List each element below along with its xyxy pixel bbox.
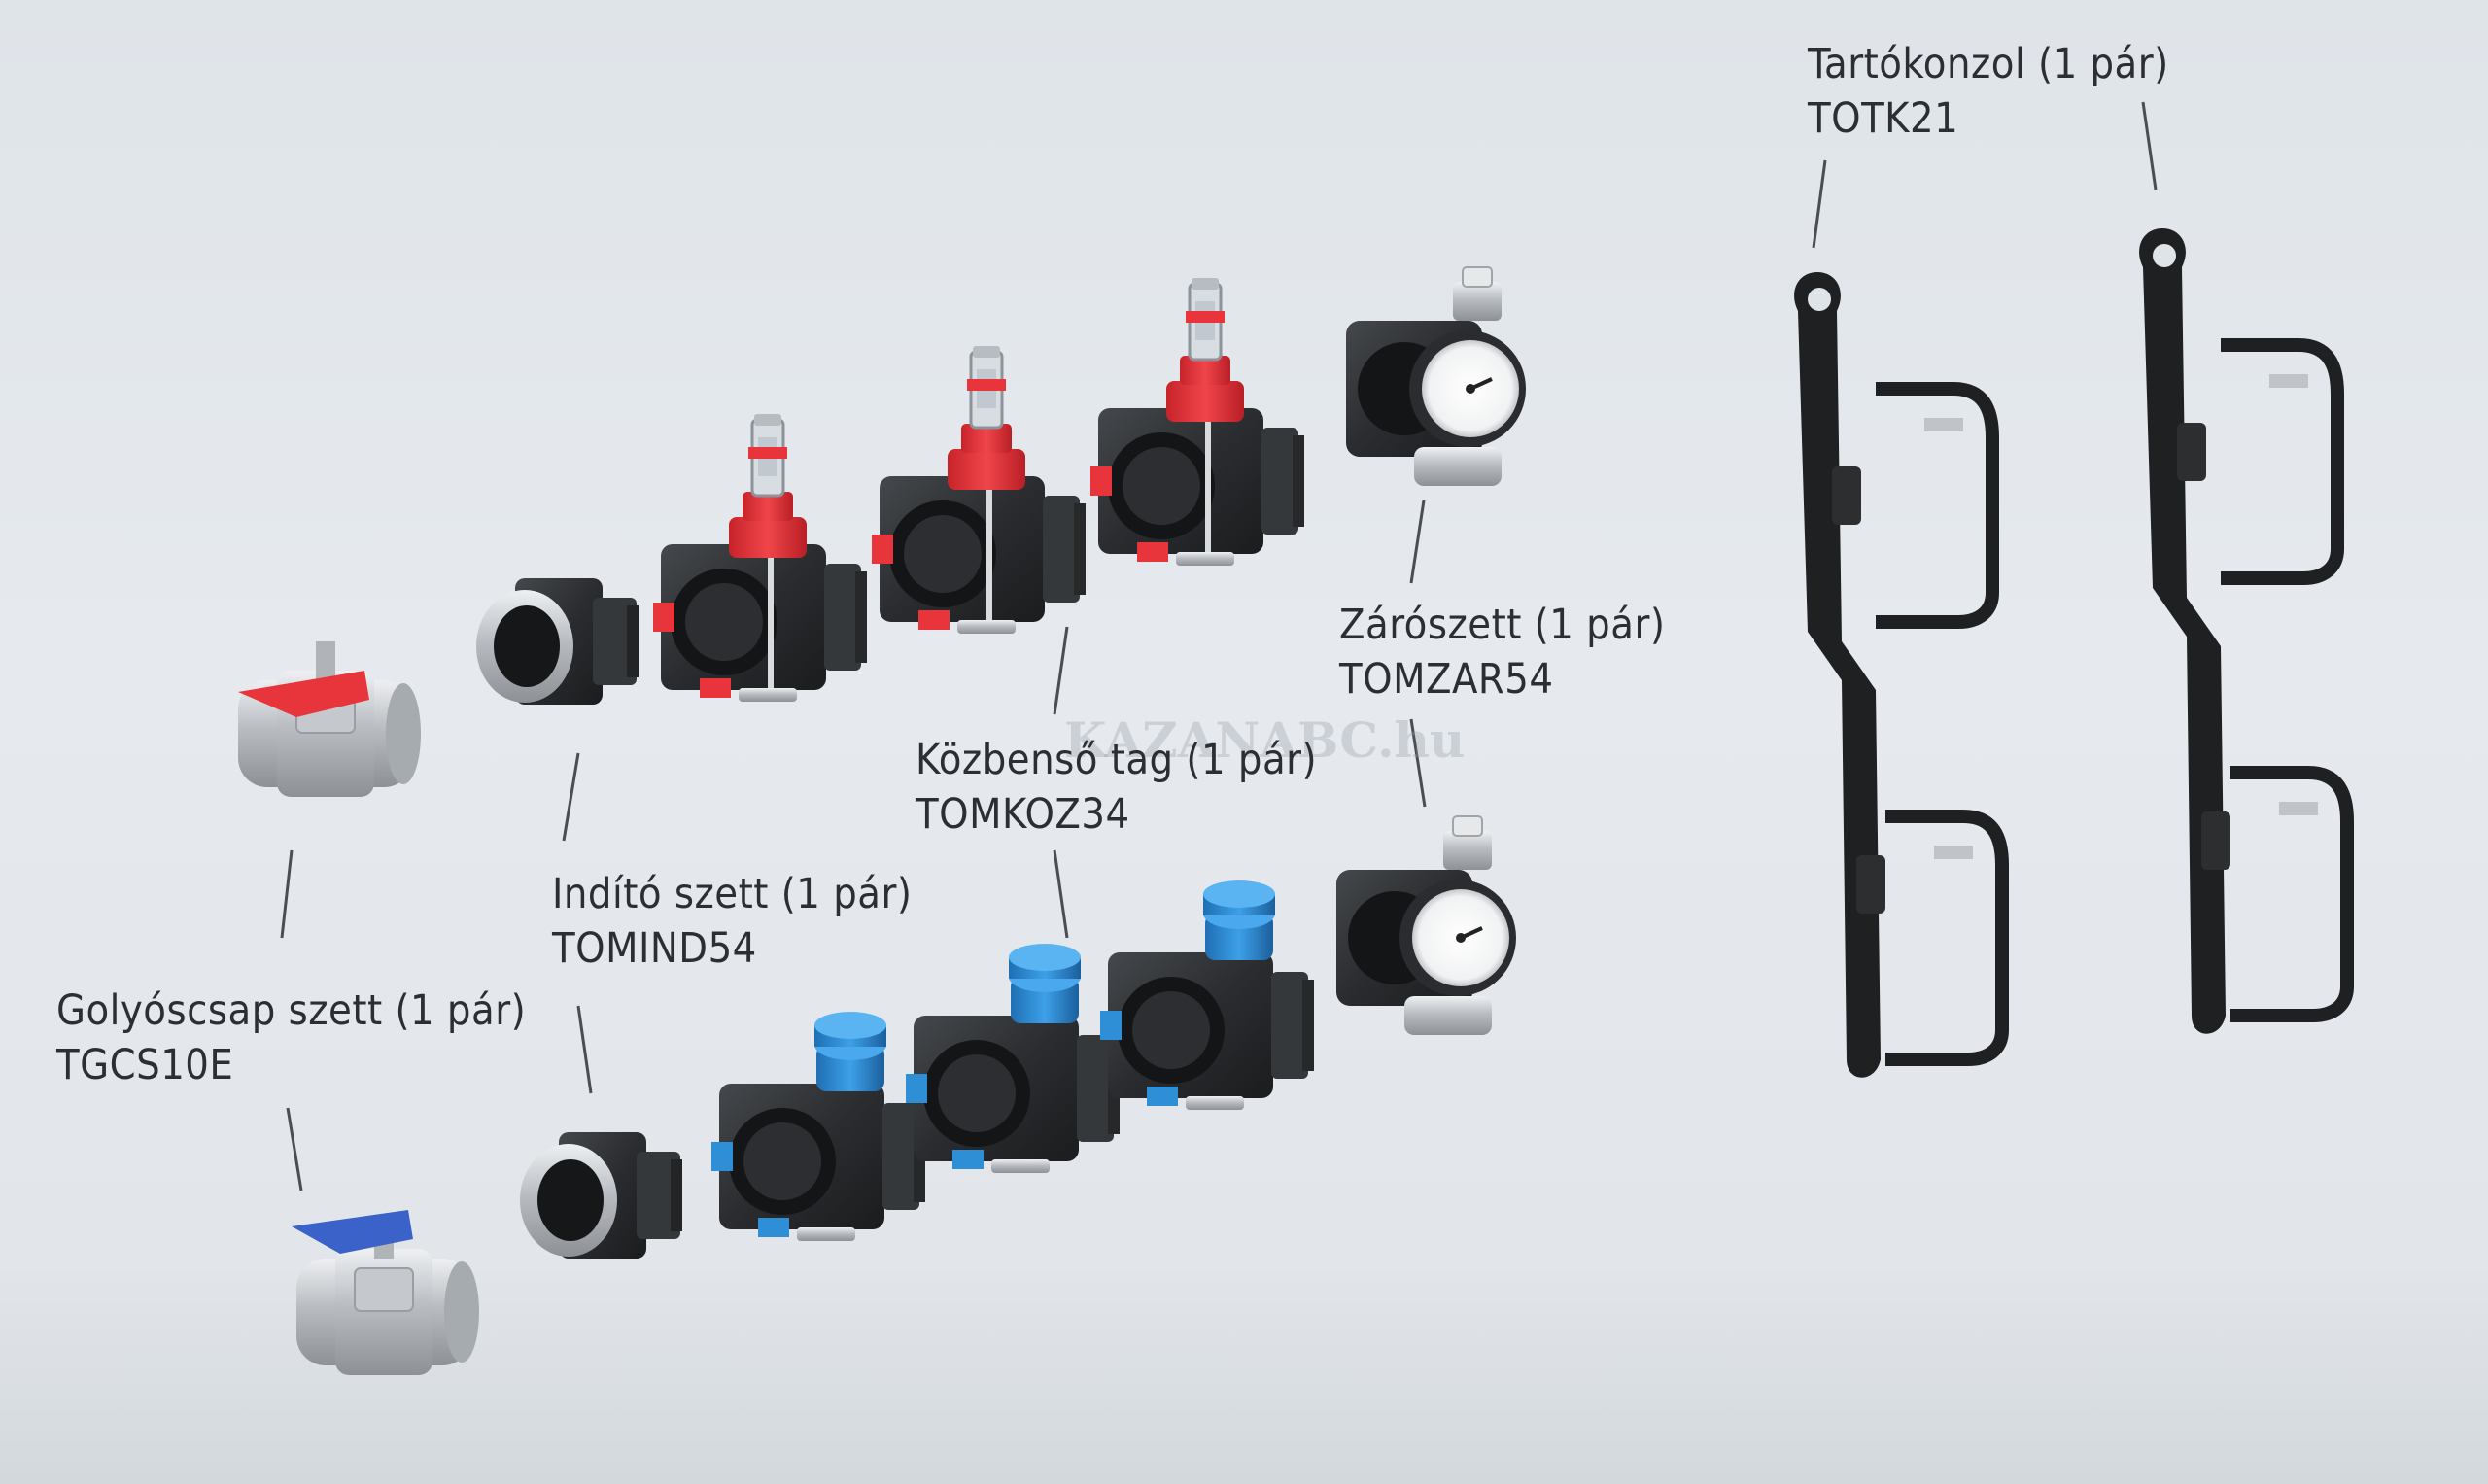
flow-valve-red-1 bbox=[651, 412, 869, 704]
closing-set-top bbox=[1344, 265, 1528, 488]
leader-lines bbox=[280, 101, 2158, 1191]
red-handle-icon bbox=[238, 671, 369, 717]
starter-adapter-bottom bbox=[520, 1132, 682, 1259]
label-indito: Indító szett (1 pár) TOMIND54 bbox=[552, 867, 912, 976]
bracket-left bbox=[1794, 272, 2002, 1078]
label-tarto: Tartókonzol (1 pár) TOTK21 bbox=[1808, 37, 2169, 146]
blue-handle-icon bbox=[292, 1210, 413, 1254]
closing-set-bottom bbox=[1334, 814, 1518, 1037]
bracket-right bbox=[2139, 228, 2347, 1034]
label-zaro-code: TOMZAR54 bbox=[1339, 655, 1554, 704]
label-kozbenso-name: Közbenső tag (1 pár) bbox=[916, 736, 1318, 784]
flow-valve-red-3 bbox=[1088, 276, 1306, 568]
label-golyoscsap-name: Golyóscsap szett (1 pár) bbox=[56, 986, 527, 1035]
label-kozbenso-code: TOMKOZ34 bbox=[916, 790, 1130, 839]
label-zaro: Zárószett (1 pár) TOMZAR54 bbox=[1339, 598, 1665, 707]
label-tarto-name: Tartókonzol (1 pár) bbox=[1808, 40, 2169, 88]
flow-valve-blue-1 bbox=[711, 1012, 925, 1241]
label-tarto-code: TOTK21 bbox=[1808, 94, 1959, 143]
label-golyoscsap-code: TGCS10E bbox=[56, 1041, 234, 1089]
watermark-text: KAZANABC.hu bbox=[1064, 711, 1466, 769]
label-kozbenso: Közbenső tag (1 pár) TOMKOZ34 bbox=[916, 733, 1317, 842]
flow-valve-blue-3 bbox=[1100, 880, 1314, 1110]
label-golyoscsap: Golyóscsap szett (1 pár) TGCS10E bbox=[56, 984, 526, 1092]
ball-valve-red bbox=[237, 640, 422, 798]
flow-valve-red-2 bbox=[870, 344, 1088, 636]
label-indito-name: Indító szett (1 pár) bbox=[552, 870, 913, 918]
starter-adapter-top bbox=[476, 578, 639, 705]
label-zaro-name: Zárószett (1 pár) bbox=[1339, 601, 1666, 649]
flow-valve-blue-2 bbox=[906, 944, 1120, 1173]
label-indito-code: TOMIND54 bbox=[552, 924, 757, 973]
